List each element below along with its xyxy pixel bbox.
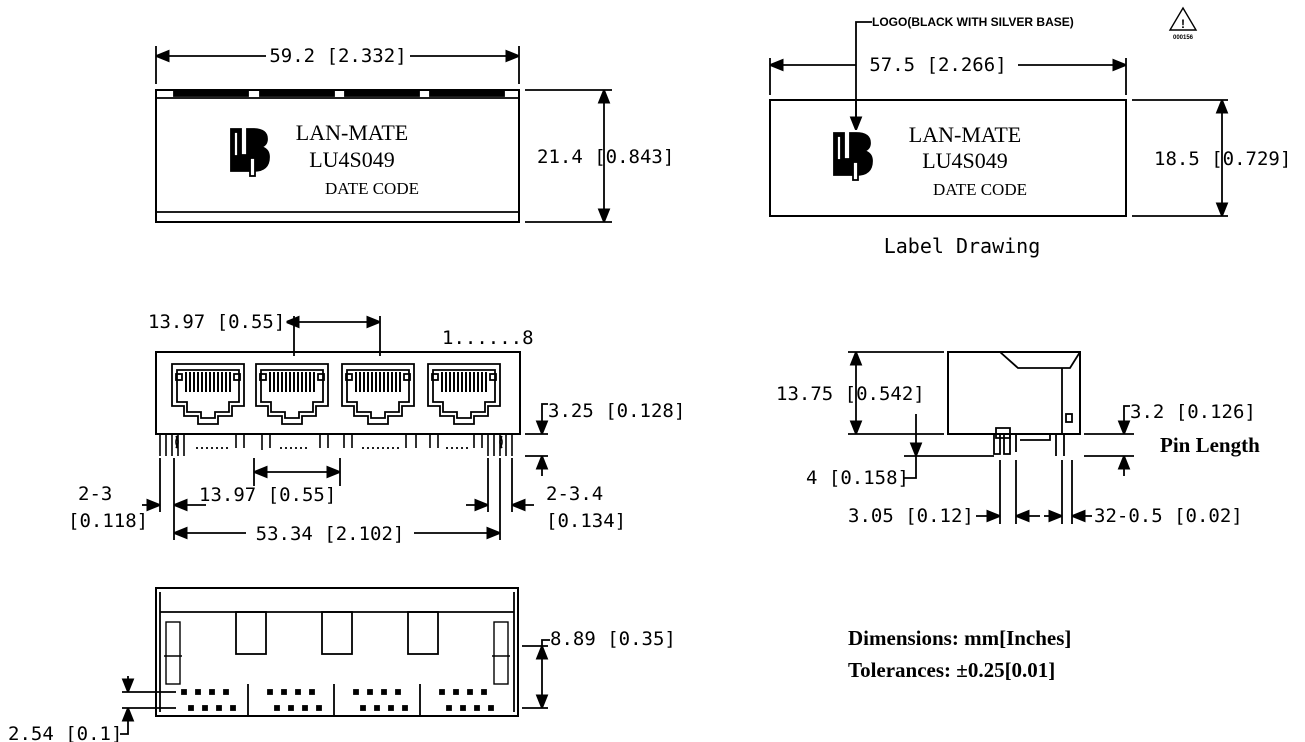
label-left-brand: LAN-MATE — [296, 120, 408, 145]
revision-mark: ! — [1181, 17, 1185, 31]
logo-icon — [230, 128, 270, 177]
label-right-brand: LAN-MATE — [909, 122, 1021, 147]
front-left-peg-dim-a: 2-3 — [78, 483, 112, 505]
label-right-view: LOGO(BLACK WITH SILVER BASE) ! 000156 57… — [769, 6, 1291, 258]
notes: Dimensions: mm[Inches] Tolerances: ±0.25… — [848, 626, 1071, 682]
label-right-height-dim: 18.5 [0.729] — [1154, 148, 1291, 170]
label-left-width-dim: 59.2 [2.332] — [269, 45, 406, 67]
front-pitch-bottom-dim: 13.97 [0.55] — [199, 484, 336, 506]
label-right-part: LU4S049 — [922, 148, 1008, 173]
rj45-port — [341, 363, 415, 425]
dimensions-note: Dimensions: mm[Inches] — [848, 626, 1071, 650]
bottom-view: 8.89 [0.35] 2.54 [0.1] — [8, 587, 676, 742]
side-pin-dia-dim: 32-0.5 [0.02] — [1094, 505, 1243, 527]
front-span-dim: 53.34 [2.102] — [256, 523, 405, 545]
label-right-width-dim: 57.5 [2.266] — [869, 54, 1006, 76]
bottom-pin-pitch-dim: 2.54 [0.1] — [8, 723, 122, 742]
rj45-port — [255, 363, 329, 425]
rj45-port — [427, 363, 501, 425]
label-drawing-caption: Label Drawing — [884, 234, 1041, 258]
rj45-port — [171, 363, 245, 425]
side-pin-length-label: Pin Length — [1160, 433, 1260, 457]
label-right-date: DATE CODE — [933, 180, 1027, 199]
logo-note: LOGO(BLACK WITH SILVER BASE) — [872, 15, 1074, 29]
pin-holes — [181, 689, 494, 711]
front-right-peg-dim-a: 2-3.4 — [546, 483, 603, 505]
label-left-part: LU4S049 — [309, 147, 395, 172]
label-left-height-dim: 21.4 [0.843] — [537, 146, 674, 168]
front-right-peg-dim-b: [0.134] — [546, 510, 626, 532]
tolerances-note: Tolerances: ±0.25[0.01] — [848, 658, 1055, 682]
front-view: 13.97 [0.55] 1......8 3.25 [0.128 — [68, 311, 685, 545]
bottom-row-offset-dim: 8.89 [0.35] — [550, 628, 676, 650]
front-pin-range: 1......8 — [442, 327, 534, 349]
revision-code: 000156 — [1173, 35, 1194, 41]
side-view: 13.75 [0.542] 4 [0.158] 3.2 [0.126] Pin … — [776, 351, 1260, 527]
front-left-peg-dim-b: [0.118] — [68, 510, 148, 532]
label-left-view: 59.2 [2.332] LAN-MATE LU4S049 DATE CODE … — [155, 45, 674, 223]
label-left-date: DATE CODE — [325, 179, 419, 198]
side-standoff-dim: 4 [0.158] — [806, 467, 909, 489]
side-height-dim: 13.75 [0.542] — [776, 383, 925, 405]
side-pin-length-dim: 3.2 [0.126] — [1130, 401, 1256, 423]
front-pin-length-dim: 3.25 [0.128] — [548, 400, 685, 422]
logo-icon — [833, 132, 873, 181]
side-row-pitch-dim: 3.05 [0.12] — [848, 505, 974, 527]
front-pitch-top-dim: 13.97 [0.55] — [148, 311, 285, 333]
